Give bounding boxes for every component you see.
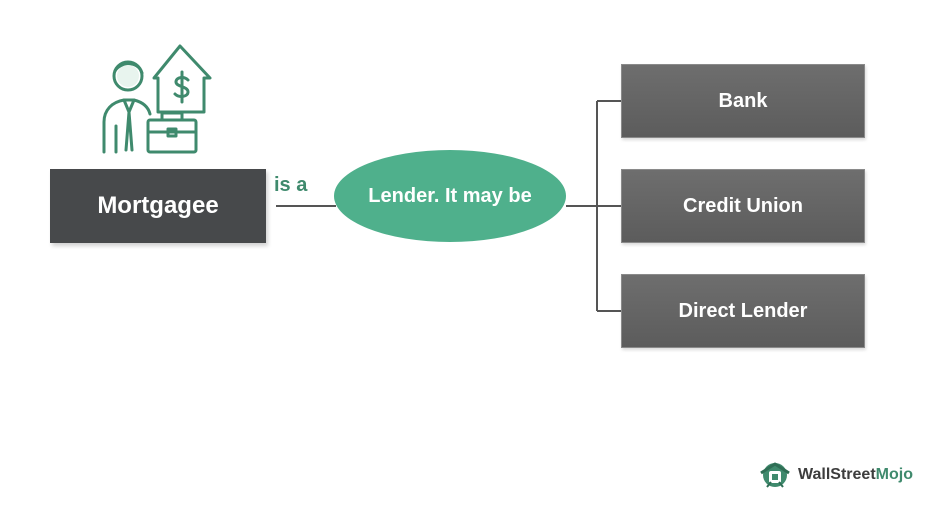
subject-label: Mortgagee: [97, 192, 219, 219]
brand-name-part1: WallStreet: [798, 466, 876, 483]
brand-name: WallStreetMojo: [798, 466, 913, 484]
relation-label: is a: [274, 174, 308, 196]
wallstreetmojo-logo-icon: [760, 462, 790, 488]
option-box-credit-union: Credit Union: [621, 169, 865, 243]
subject-box-mortgagee: Mortgagee: [50, 169, 266, 243]
option-label: Credit Union: [683, 194, 803, 217]
center-label: Lender. It may be: [368, 185, 532, 207]
option-box-bank: Bank: [621, 64, 865, 138]
option-label: Direct Lender: [678, 299, 808, 322]
briefcase-icon: [146, 118, 198, 154]
option-box-direct-lender: Direct Lender: [621, 274, 865, 348]
center-ellipse-lender: Lender. It may be: [334, 150, 566, 242]
mortgagee-person-icon: [102, 44, 212, 154]
house-dollar-icon: [152, 44, 212, 114]
option-label: Bank: [718, 89, 768, 112]
brand-watermark: WallStreetMojo: [758, 458, 913, 492]
brand-name-part2: Mojo: [875, 466, 913, 483]
